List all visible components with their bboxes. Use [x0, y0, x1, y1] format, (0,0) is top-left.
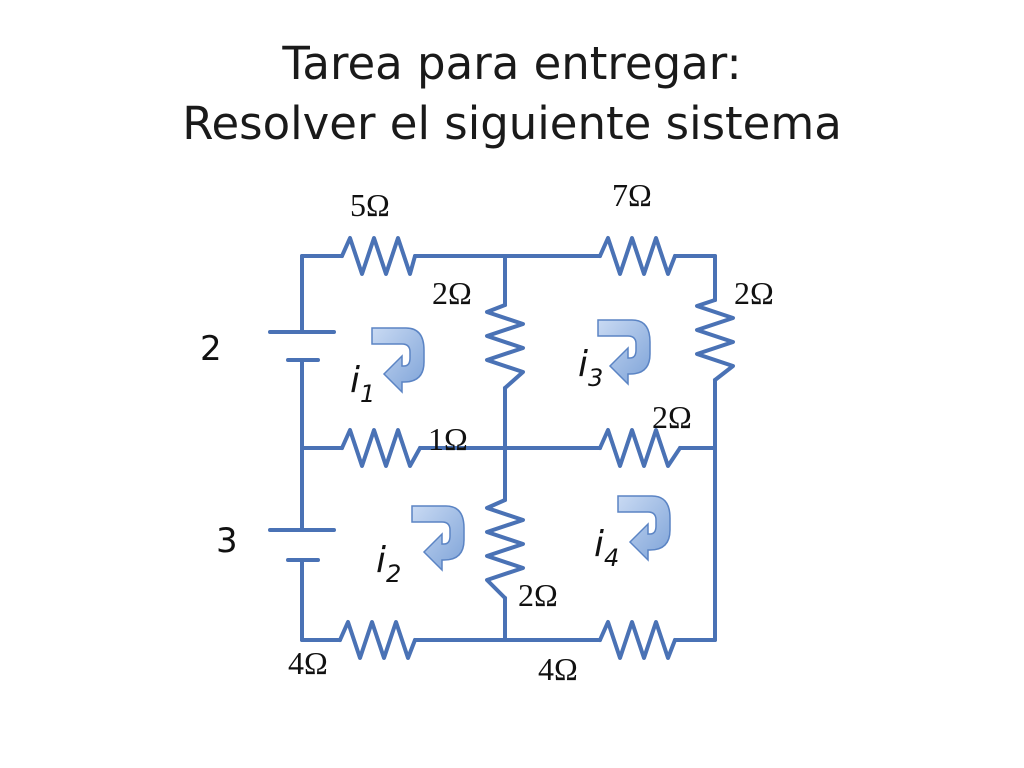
label-lower-source: 3 — [216, 521, 238, 561]
resistor-top-left — [340, 236, 417, 276]
resistor-center-top — [485, 303, 525, 390]
label-mid-horizontal-left-resistor: 1Ω — [428, 421, 468, 457]
loop-arrow-i4 — [617, 495, 671, 562]
resistor-center-bottom — [485, 498, 525, 600]
label-loop-i2: i2 — [376, 540, 401, 588]
resistor-mid-left — [340, 428, 422, 468]
label-loop-i1: i1 — [350, 360, 375, 408]
label-mid-vertical-top-resistor: 2Ω — [432, 275, 472, 311]
label-upper-source: 2 — [200, 329, 222, 369]
resistor-mid-right — [598, 428, 682, 468]
loop-arrow-i3 — [597, 319, 651, 386]
resistor-bottom-left — [338, 620, 417, 660]
label-bottom-left-resistor: 4Ω — [288, 645, 328, 681]
loop-arrow-i1 — [371, 327, 425, 394]
title-line-1: Tarea para entregar: — [282, 37, 742, 90]
loop-arrow-i2 — [411, 505, 465, 572]
slide-title: Tarea para entregar: Resolver el siguien… — [0, 34, 1024, 154]
label-bottom-right-resistor: 4Ω — [538, 651, 578, 687]
label-top-right-resistor: 7Ω — [612, 177, 652, 213]
label-mid-horizontal-right-resistor: 2Ω — [652, 399, 692, 435]
label-loop-i4: i4 — [594, 524, 619, 572]
label-right-vertical-resistor: 2Ω — [734, 275, 774, 311]
resistor-top-right — [598, 236, 677, 276]
resistor-bottom-right — [598, 620, 677, 660]
label-loop-i3: i3 — [578, 344, 603, 392]
title-line-2: Resolver el siguiente sistema — [182, 97, 842, 150]
label-top-left-resistor: 5Ω — [350, 187, 390, 223]
resistor-right — [695, 298, 735, 382]
label-mid-vertical-bottom-resistor: 2Ω — [518, 577, 558, 613]
